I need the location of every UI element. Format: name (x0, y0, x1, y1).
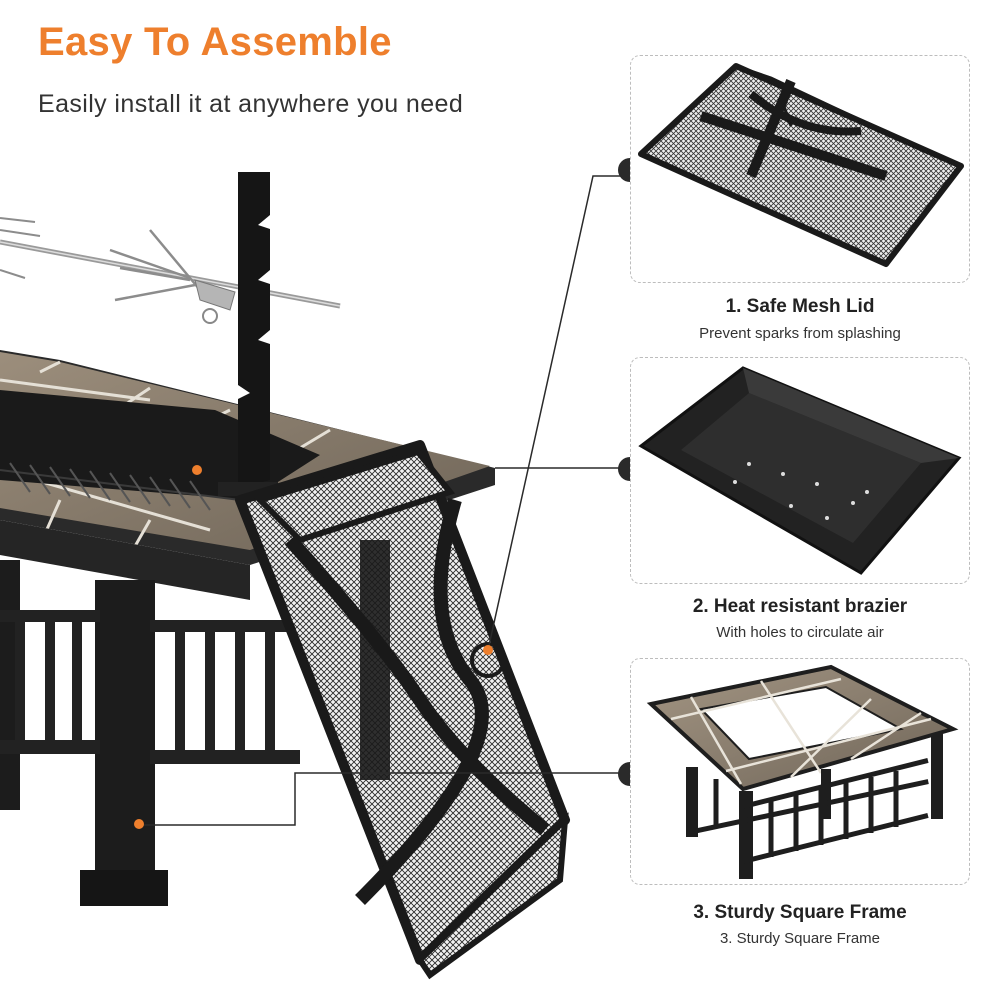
feature-1-description: Prevent sparks from splashing (699, 325, 901, 342)
feature-3-description: 3. Sturdy Square Frame (719, 930, 881, 947)
page-title: Easy To Assemble (38, 20, 392, 64)
feature-1-title: 1. Safe Mesh Lid (725, 296, 875, 317)
callout-lines (140, 175, 630, 826)
rotisserie-spit (0, 217, 341, 324)
mesh-lid-image (638, 63, 964, 267)
marker-dot-brazier (192, 465, 202, 475)
brazier-image (638, 366, 962, 575)
feature-2-title: 2. Heat resistant brazier (692, 596, 908, 617)
feature-3-title: 3. Sturdy Square Frame (693, 902, 907, 923)
frame-image (646, 664, 959, 879)
feature-panel-frame (630, 658, 970, 885)
page-subtitle: Easily install it at anywhere you need (38, 90, 464, 118)
feature-panel-mesh-lid (630, 55, 970, 283)
feature-panel-brazier (630, 357, 970, 584)
feature-2-description: With holes to circulate air (716, 624, 884, 641)
marker-dot-lid (483, 645, 493, 655)
marker-dot-frame (134, 819, 144, 829)
mesh-lid-leaning (235, 440, 570, 980)
